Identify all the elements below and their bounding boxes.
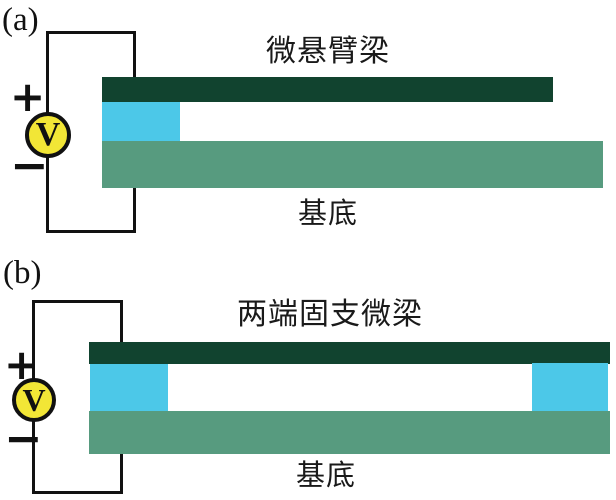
wire-segment <box>120 300 123 344</box>
cantilever-beam-layer <box>102 77 553 102</box>
wire-segment <box>133 31 136 79</box>
wire-segment <box>46 31 136 34</box>
clamped-beam-layer <box>89 342 610 364</box>
voltage-source-icon: V <box>25 112 71 158</box>
wire-segment <box>32 300 123 303</box>
substrate-layer <box>102 141 603 188</box>
panel-a-label: (a) <box>2 2 39 38</box>
wire-segment <box>133 187 136 233</box>
anchor-block-left <box>90 364 168 411</box>
panel-b-beam-title: 两端固支微梁 <box>237 298 423 331</box>
panel-a-beam-title: 微悬臂梁 <box>266 35 390 68</box>
substrate-layer <box>89 411 610 454</box>
wire-segment <box>46 230 136 233</box>
wire-segment <box>120 452 123 494</box>
substrate-label: 基底 <box>295 460 356 492</box>
plus-terminal-label: + <box>10 72 46 121</box>
anchor-block-right <box>532 363 608 411</box>
minus-terminal-label: − <box>10 138 49 192</box>
voltage-source-icon: V <box>12 378 56 422</box>
panel-b-label: (b) <box>3 255 42 291</box>
voltage-source-label: V <box>35 116 61 153</box>
anchor-block <box>102 102 180 141</box>
wire-segment <box>32 491 123 494</box>
minus-terminal-label: − <box>4 411 43 465</box>
substrate-label: 基底 <box>297 198 358 230</box>
voltage-source-label: V <box>22 381 46 418</box>
